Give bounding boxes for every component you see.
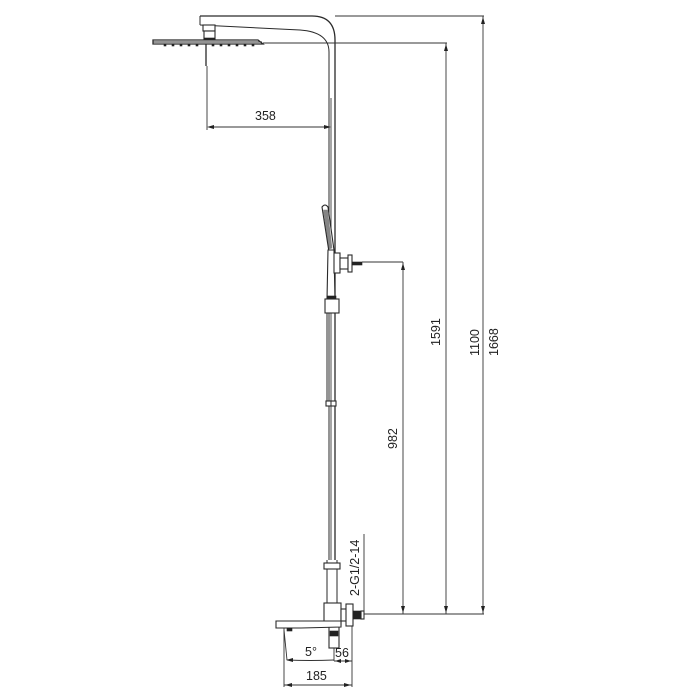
dim-label-inlet-depth: 56 bbox=[335, 646, 349, 660]
rain-shower-head bbox=[152, 24, 265, 66]
dim-label-rain-head-height: 1591 bbox=[429, 318, 443, 346]
hand-shower bbox=[321, 204, 363, 407]
shower-arm bbox=[199, 15, 336, 560]
dimension-lines bbox=[206, 15, 485, 687]
dim-label-spout-projection: 185 bbox=[306, 669, 327, 683]
mixer-valve bbox=[275, 560, 365, 649]
dim-label-connection-thread: 2-G1/2-14 bbox=[348, 539, 362, 596]
dim-label-hand-shower-holder-height: 982 bbox=[386, 428, 400, 449]
dim-label-inlet-to-top: 1100 bbox=[468, 329, 482, 356]
dim-label-shower-head-reach: 358 bbox=[255, 109, 276, 123]
dim-label-overall-height: 1668 bbox=[487, 328, 501, 356]
dim-label-spout-angle: 5° bbox=[305, 645, 317, 659]
